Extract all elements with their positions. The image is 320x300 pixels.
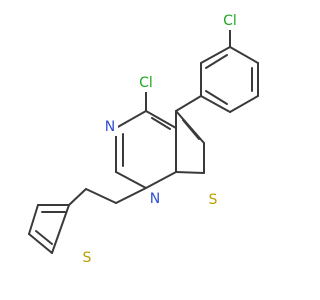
- atom-label-n-lower: N: [150, 191, 160, 207]
- atom-n-lower: N: [147, 190, 163, 208]
- atom-s-right: S: [205, 191, 221, 209]
- atom-n-upper: N: [102, 118, 118, 136]
- atom-label-cl-left: Cl: [139, 75, 153, 91]
- bond-chlorophenyl-inner-2: [205, 90, 228, 105]
- bond-thieno-inner: [182, 119, 200, 140]
- bond-chlorophenyl-3: [229, 95, 259, 113]
- bond-pyrimidine-4: [115, 171, 147, 189]
- atom-label-layer: Cl Cl N N S S: [79, 12, 241, 267]
- atom-label-cl-top: Cl: [223, 13, 237, 29]
- bond-pyrimidine-6: [115, 110, 147, 129]
- bond-chlorophenyl-inner-3: [205, 54, 228, 69]
- bond-layer: [28, 21, 259, 254]
- bond-thiophene-1: [68, 188, 87, 206]
- atom-label-s-thiophene: S: [83, 250, 92, 266]
- bond-thiophene-5: [51, 204, 70, 254]
- bond-chlorophenyl-4: [200, 95, 231, 113]
- bond-thiophene-4: [28, 233, 53, 254]
- bond-pyrimidine-3: [145, 171, 177, 189]
- bond-thiophene-3: [28, 204, 39, 235]
- atom-label-s-right: S: [209, 192, 218, 208]
- bond-pyrimidine-1: [145, 110, 177, 129]
- atom-cl-left: Cl: [135, 74, 157, 92]
- bond-thieno-4: [175, 171, 205, 174]
- bond-thiophene-inner-2: [35, 230, 53, 245]
- atom-s-thiophene: S: [79, 249, 95, 267]
- bond-pyrimidine-inner-2: [151, 117, 171, 130]
- bond-phenyl-thieno: [175, 95, 202, 112]
- bond-chlorophenyl-1: [229, 46, 259, 64]
- chemical-structure-diagram: Cl Cl N N S S: [28, 12, 259, 267]
- bond-chlorophenyl-6: [200, 46, 231, 64]
- bond-methylene-thiophene: [85, 188, 117, 204]
- bond-pyrimidine-methylene: [115, 187, 147, 204]
- atom-cl-top: Cl: [219, 12, 241, 30]
- atom-label-n-upper: N: [105, 119, 115, 135]
